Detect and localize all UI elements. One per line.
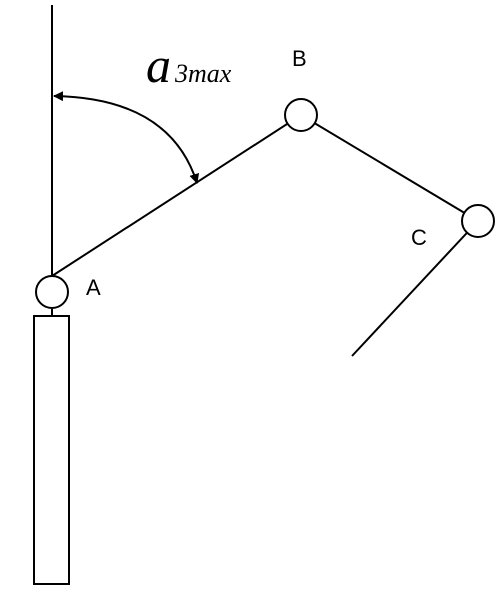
joint-b [284,98,318,132]
angle-subscript: 3max [174,59,232,88]
joint-c [461,204,495,238]
base-column [33,315,70,585]
link-c-end [351,220,479,357]
link-ab [51,114,302,277]
joint-a [35,275,69,309]
angle-symbol: a [146,37,171,93]
angle-label: a 3max [146,37,232,93]
joint-b-label: B [292,46,307,71]
joint-c-label: C [411,225,427,250]
link-bc [300,114,479,222]
joint-a-label: A [86,275,101,300]
angle-arc [53,91,200,184]
